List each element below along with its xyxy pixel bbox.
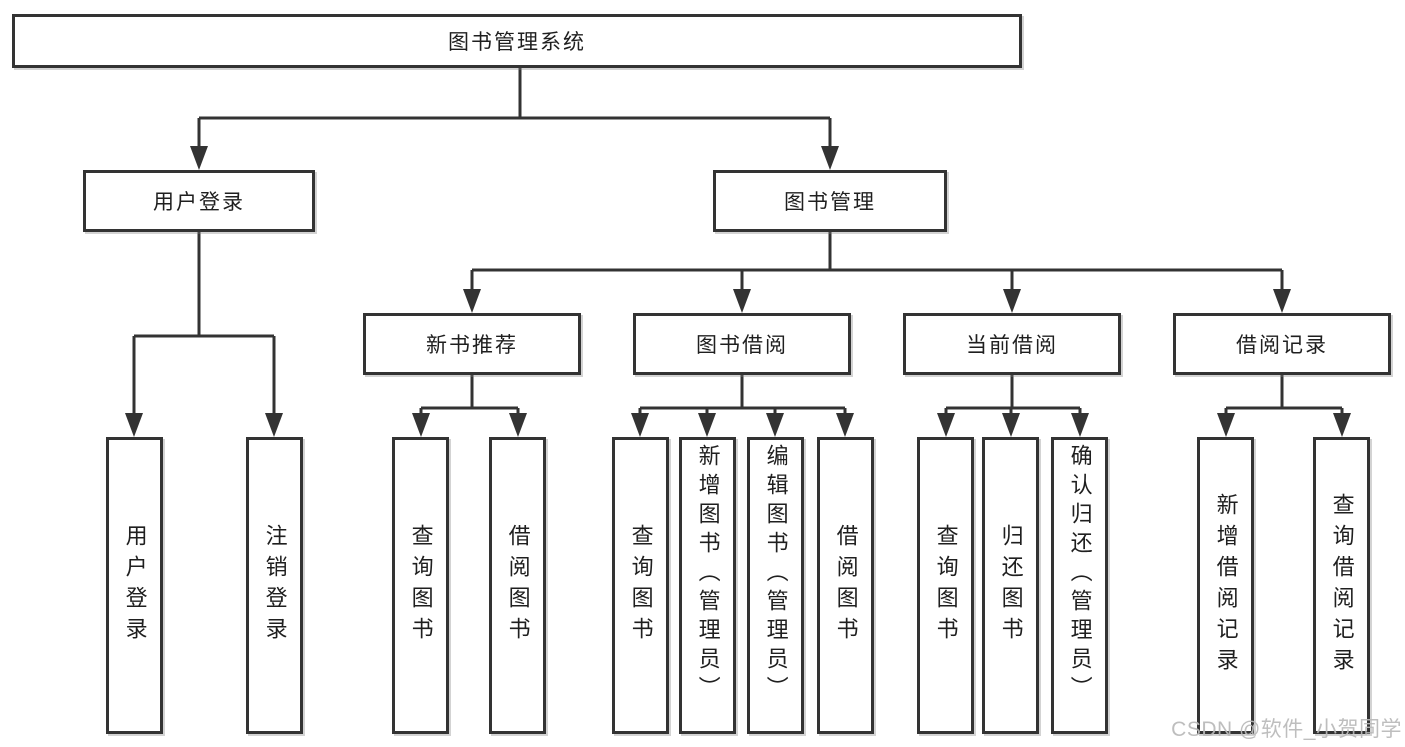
leaf-node-query-books-current-label: 查询图书 bbox=[933, 523, 959, 648]
branch-node-book-management-label: 图书管理 bbox=[784, 191, 876, 214]
branch-node-user-login: 用户登录 bbox=[83, 170, 315, 232]
csdn-watermark: CSDN @软件_小贺同学 bbox=[1171, 718, 1402, 741]
leaf-node-borrow-books-newbooks: 借阅图书 bbox=[489, 437, 546, 734]
leaf-node-query-books-newbooks: 查询图书 bbox=[392, 437, 449, 734]
root-node-label: 图书管理系统 bbox=[448, 31, 586, 54]
leaf-node-borrow-books-borrowing: 借阅图书 bbox=[817, 437, 874, 734]
leaf-node-confirm-return-admin: 确认归还（管理员） bbox=[1051, 437, 1108, 734]
leaf-node-borrow-books-newbooks-label: 借阅图书 bbox=[505, 523, 531, 648]
connector-root-to-level2 bbox=[190, 68, 839, 170]
leaf-node-add-borrow-record-label: 新增借阅记录 bbox=[1213, 492, 1239, 679]
leaf-node-add-borrow-record: 新增借阅记录 bbox=[1197, 437, 1254, 734]
section-node-current-borrowing: 当前借阅 bbox=[903, 313, 1121, 375]
section-node-current-borrowing-label: 当前借阅 bbox=[966, 334, 1058, 357]
connector-records-children bbox=[1217, 375, 1351, 437]
section-node-borrow-records: 借阅记录 bbox=[1173, 313, 1391, 375]
leaf-node-user-login-label: 用户登录 bbox=[122, 523, 148, 648]
leaf-node-logout: 注销登录 bbox=[246, 437, 303, 734]
connector-newbooks-children bbox=[412, 375, 527, 437]
leaf-node-return-book: 归还图书 bbox=[982, 437, 1039, 734]
leaf-node-query-borrow-record-label: 查询借阅记录 bbox=[1329, 492, 1355, 679]
connector-current-children bbox=[937, 375, 1089, 437]
connector-bookmgmt-level3 bbox=[463, 232, 1291, 313]
leaf-node-borrow-books-borrowing-label: 借阅图书 bbox=[833, 523, 859, 648]
leaf-node-edit-book-admin: 编辑图书（管理员） bbox=[747, 437, 804, 734]
root-node-library-system: 图书管理系统 bbox=[12, 14, 1022, 68]
leaf-node-query-books-borrowing-label: 查询图书 bbox=[628, 523, 654, 648]
leaf-node-query-books-newbooks-label: 查询图书 bbox=[408, 523, 434, 648]
section-node-new-books: 新书推荐 bbox=[363, 313, 581, 375]
section-node-new-books-label: 新书推荐 bbox=[426, 334, 518, 357]
section-node-book-borrowing: 图书借阅 bbox=[633, 313, 851, 375]
leaf-node-query-books-current: 查询图书 bbox=[917, 437, 974, 734]
leaf-node-return-book-label: 归还图书 bbox=[998, 523, 1024, 648]
leaf-node-query-books-borrowing: 查询图书 bbox=[612, 437, 669, 734]
leaf-node-edit-book-admin-label: 编辑图书（管理员） bbox=[763, 444, 789, 705]
leaf-node-query-borrow-record: 查询借阅记录 bbox=[1313, 437, 1370, 734]
leaf-node-logout-label: 注销登录 bbox=[262, 523, 288, 648]
branch-node-book-management: 图书管理 bbox=[713, 170, 947, 232]
leaf-node-add-book-admin-label: 新增图书（管理员） bbox=[695, 444, 721, 705]
branch-node-user-login-label: 用户登录 bbox=[153, 191, 245, 214]
section-node-borrow-records-label: 借阅记录 bbox=[1236, 334, 1328, 357]
leaf-node-user-login: 用户登录 bbox=[106, 437, 163, 734]
leaf-node-confirm-return-admin-label: 确认归还（管理员） bbox=[1067, 444, 1093, 705]
connector-borrowing-children bbox=[631, 375, 854, 437]
section-node-book-borrowing-label: 图书借阅 bbox=[696, 334, 788, 357]
connector-userlogin-children bbox=[125, 232, 283, 437]
leaf-node-add-book-admin: 新增图书（管理员） bbox=[679, 437, 736, 734]
